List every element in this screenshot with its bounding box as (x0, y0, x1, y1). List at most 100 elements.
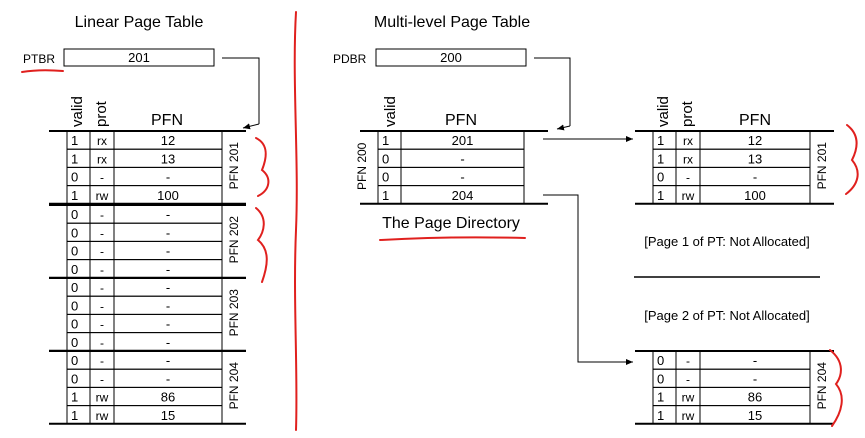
pt-prot-header: prot (679, 100, 696, 127)
table-cell-text: 15 (748, 408, 762, 423)
pt-pfn-header: PFN (739, 112, 771, 129)
table-cell-text: 201 (452, 133, 474, 148)
table-cell-text: 0 (71, 262, 78, 277)
table-cell-text: - (686, 354, 690, 368)
table-cell-text: 1 (71, 408, 78, 423)
table-cell-text: 1 (382, 188, 389, 203)
pt-pfn201-brace (845, 124, 859, 195)
linear-pfn-header: PFN (151, 112, 183, 129)
table-cell-text: 0 (382, 151, 389, 166)
table-cell-text: rw (682, 409, 695, 423)
page-frame-label: PFN 201 (227, 142, 241, 190)
table-cell-text: 1 (71, 151, 78, 166)
table-cell-text: 0 (71, 353, 78, 368)
table-row: 1 rw 15 (652, 405, 811, 425)
table-cell-text: 0 (71, 335, 78, 350)
ptbr-connector (222, 57, 260, 124)
table-cell-text: 1 (657, 151, 664, 166)
table-cell-text: - (166, 335, 170, 350)
table-cell-text: rw (682, 391, 695, 405)
page-frame-label: PFN 200 (355, 142, 369, 190)
table-row: 0-- (66, 277, 223, 297)
ptbr-label: PTBR (23, 52, 55, 66)
table-cell-text: - (100, 372, 104, 386)
table-row: 0-- (66, 368, 223, 388)
table-cell-text: 0 (71, 317, 78, 332)
table-cell-text: 1 (71, 133, 78, 148)
table-cell-text: 1 (657, 408, 664, 423)
table-cell-text: - (166, 298, 170, 313)
ptbr-register (63, 48, 215, 67)
table-cell-text: - (686, 171, 690, 185)
table-cell (113, 185, 223, 205)
table-cell-text: - (100, 318, 104, 332)
linear-valid-header: valid (69, 96, 86, 127)
table-cell-text: - (166, 170, 170, 185)
table-cell-text: 204 (452, 188, 474, 203)
table-cell-text: 0 (382, 170, 389, 185)
pt-valid-header: valid (655, 96, 672, 127)
table-cell-text: rw (682, 189, 695, 203)
table-row: 0-- (652, 350, 811, 370)
table-cell-text: rx (97, 134, 107, 148)
table-cell-text: rw (96, 189, 109, 203)
table-cell-text: 0 (71, 225, 78, 240)
pt-page1-note: [Page 1 of PT: Not Allocated] (644, 234, 810, 249)
pdbr-register (375, 48, 527, 67)
table-cell-text: - (166, 244, 170, 259)
table-cell-text: rx (97, 152, 107, 166)
page-frame-label: PFN 203 (227, 289, 241, 337)
pdbr-label: PDBR (333, 52, 367, 66)
table-row: 0-- (66, 332, 223, 352)
table-cell (400, 185, 525, 205)
directory-caption: The Page Directory (382, 215, 520, 232)
table-cell-text: - (166, 225, 170, 240)
linear-prot-header: prot (93, 100, 110, 127)
table-row: 0-- (652, 368, 811, 388)
table-row: 0-- (66, 240, 223, 261)
table-cell (113, 405, 223, 425)
directory-caption-underline (379, 236, 526, 241)
table-cell-text: 1 (657, 133, 664, 148)
red-annotations (21, 11, 859, 431)
pt-pfn204-brace (829, 349, 843, 427)
table-cell-text: 0 (71, 298, 78, 313)
table-cell-text: - (460, 170, 464, 185)
directory-entry3-arrow (543, 194, 633, 365)
page-frame-label: PFN 201 (815, 142, 829, 190)
table-cell-text: - (100, 299, 104, 313)
table-row: 0-- (66, 204, 223, 224)
divider-stroke (293, 11, 298, 431)
table-cell-text: 1 (71, 390, 78, 405)
table-cell-text: 0 (71, 371, 78, 386)
table-cell-text: - (100, 281, 104, 295)
table-cell-text: 86 (161, 390, 175, 405)
table-row: 0-- (66, 259, 223, 279)
table-cell-text: 100 (744, 188, 766, 203)
table-cell (699, 185, 811, 205)
table-cell-text: 12 (161, 133, 175, 148)
table-cell-text: - (686, 372, 690, 386)
table-cell-text: - (166, 353, 170, 368)
table-cell-text: - (100, 226, 104, 240)
table-cell-text: - (166, 317, 170, 332)
table-cell-text: 13 (748, 151, 762, 166)
table-cell-text: 0 (71, 280, 78, 295)
table-cell-text: - (100, 245, 104, 259)
table-row: 0-- (66, 166, 223, 187)
